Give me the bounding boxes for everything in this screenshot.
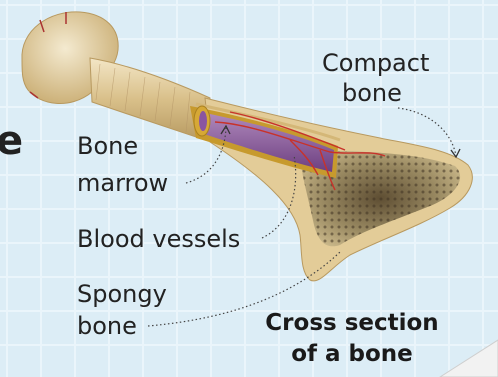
cropped-title-letter: e	[0, 121, 23, 161]
label-spongy-bone: bone	[77, 311, 137, 341]
label-bone: Bone	[77, 131, 138, 161]
label-blood-vessels: Blood vessels	[77, 224, 240, 254]
caption-line-1: Cross section	[252, 309, 452, 338]
label-compact-bone: bone	[342, 78, 402, 108]
caption-line-2: of a bone	[252, 340, 452, 369]
label-marrow: marrow	[77, 168, 168, 198]
bone-shaft	[90, 58, 210, 140]
label-compact: Compact	[322, 48, 429, 78]
label-spongy: Spongy	[77, 279, 167, 309]
